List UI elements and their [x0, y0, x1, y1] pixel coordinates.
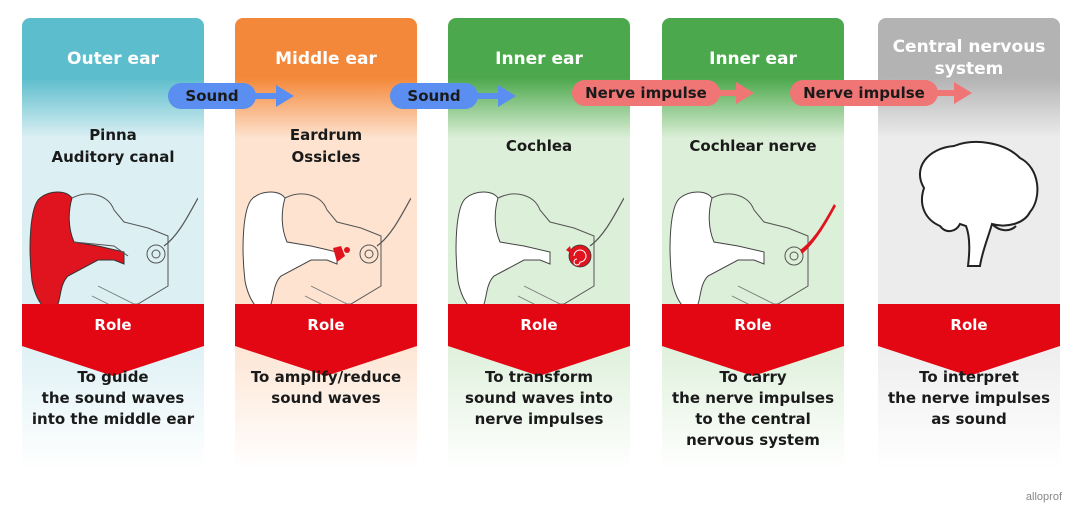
role-banner — [235, 304, 417, 376]
role-label: Role — [520, 316, 558, 334]
role-banner — [878, 304, 1060, 376]
arrow-label: Nerve impulse — [790, 80, 938, 106]
role-label: Role — [94, 316, 132, 334]
arrow-head-icon — [718, 82, 754, 104]
column-title: Outer ear — [67, 49, 159, 69]
column-header: Outer ear — [22, 18, 204, 96]
role-label: Role — [734, 316, 772, 334]
brain-icon — [918, 141, 1039, 267]
column-parts: Eardrum Ossicles — [289, 126, 363, 166]
column-parts: Cochlea — [505, 137, 573, 155]
arrow-head-icon — [254, 85, 294, 107]
column-description: To interpret the nerve impulses as sound — [887, 368, 1051, 428]
column-description: To guide the sound waves into the middle… — [31, 368, 195, 428]
brand-logo: alloprof — [1025, 491, 1062, 503]
role-label: Role — [950, 316, 988, 334]
column-header: Central nervous system — [878, 18, 1060, 96]
nerve-impulse-arrow-2: Nerve impulse — [790, 80, 972, 106]
arrow-head-icon — [476, 85, 516, 107]
column-title: Central nervous system — [892, 37, 1046, 79]
cochlea-illustration — [455, 191, 624, 315]
sound-arrow-2: Sound — [390, 83, 516, 109]
cochlear-nerve-illustration — [669, 191, 836, 315]
role-label: Role — [307, 316, 345, 334]
column-parts: Pinna Auditory canal — [51, 126, 175, 166]
arrow-label: Nerve impulse — [572, 80, 720, 106]
nerve-impulse-arrow-1: Nerve impulse — [572, 80, 754, 106]
column-description: To transform sound waves into nerve impu… — [465, 368, 613, 428]
column-header: Inner ear — [448, 18, 630, 96]
column-parts: Cochlear nerve — [689, 137, 817, 155]
middle-ear-illustration — [242, 191, 411, 315]
arrow-head-icon — [936, 82, 972, 104]
column-title: Inner ear — [495, 49, 583, 69]
arrow-label: Sound — [390, 83, 478, 109]
column-header: Inner ear — [662, 18, 844, 96]
column-header: Middle ear — [235, 18, 417, 96]
arrow-label: Sound — [168, 83, 256, 109]
column-description: To carry the nerve impulses to the centr… — [671, 368, 835, 449]
role-banner — [22, 304, 204, 376]
column-title: Inner ear — [709, 49, 797, 69]
role-banner — [448, 304, 630, 376]
role-banner — [662, 304, 844, 376]
sound-arrow-1: Sound — [168, 83, 294, 109]
column-title: Middle ear — [275, 49, 377, 69]
outer-ear-illustration — [29, 191, 198, 315]
column-description: To amplify/reduce sound waves — [250, 368, 402, 407]
